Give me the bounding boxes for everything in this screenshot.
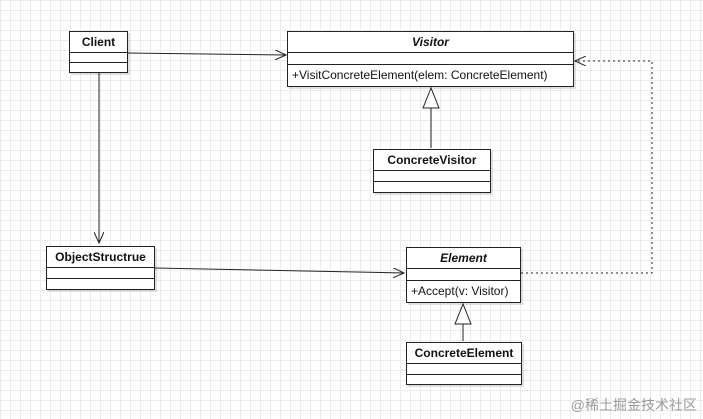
association-client-visitor (126, 53, 286, 55)
operations-section: +VisitConcreteElement(elem: ConcreteElem… (288, 65, 573, 85)
operations-section (70, 63, 127, 73)
class-name: ConcreteVisitor (374, 150, 490, 171)
generalization-concreteelement-element-head (454, 302, 472, 325)
attributes-section (407, 364, 521, 375)
attributes-section (70, 53, 127, 63)
operations-section (407, 375, 521, 385)
class-name: Client (70, 32, 127, 53)
dependency-element-visitor (521, 61, 653, 274)
class-name: Visitor (288, 32, 573, 53)
operations-section (374, 182, 490, 193)
generalization-concretevisitor-visitor-head (422, 86, 440, 109)
class-element[interactable]: Element +Accept(v: Visitor) (406, 247, 521, 303)
attributes-section (47, 268, 154, 279)
class-object-structure[interactable]: ObjectStructrue (46, 246, 155, 290)
class-visitor[interactable]: Visitor +VisitConcreteElement(elem: Conc… (287, 31, 574, 87)
association-objectstructure-element (154, 267, 404, 273)
operation: +Accept(v: Visitor) (411, 284, 509, 298)
class-name: Element (407, 248, 520, 269)
class-concrete-element[interactable]: ConcreteElement (406, 342, 522, 385)
class-name: ConcreteElement (407, 343, 521, 364)
class-concrete-visitor[interactable]: ConcreteVisitor (373, 149, 491, 193)
attributes-section (374, 171, 490, 182)
attributes-section (407, 269, 520, 281)
class-client[interactable]: Client (69, 31, 128, 73)
operations-section (47, 279, 154, 290)
attributes-section (288, 53, 573, 65)
operation: +VisitConcreteElement(elem: ConcreteElem… (292, 68, 548, 82)
class-name: ObjectStructrue (47, 247, 154, 268)
watermark: @稀土掘金技术社区 (570, 397, 697, 413)
operations-section: +Accept(v: Visitor) (407, 281, 520, 301)
